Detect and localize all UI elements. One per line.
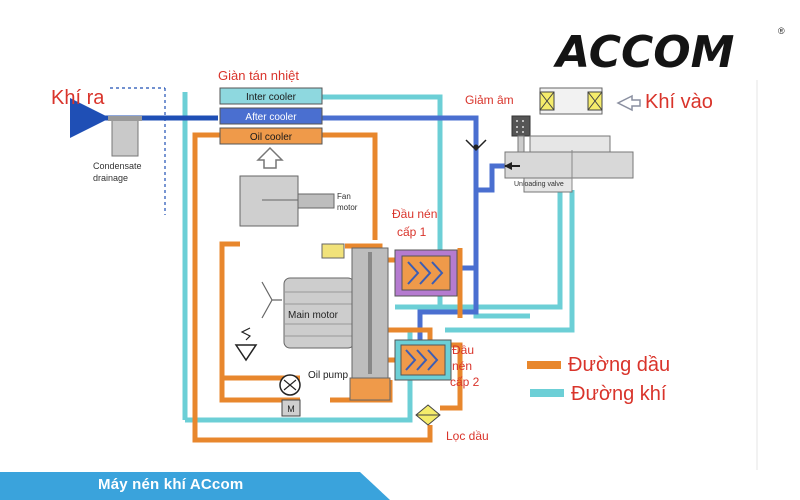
radiator (219, 87, 323, 145)
air-in-label: Khí vào (645, 91, 713, 113)
air-out-arrow (70, 87, 218, 215)
fan-motor (239, 175, 335, 227)
footer-caption: Máy nén khí ACcom (98, 476, 244, 493)
legend: Đường dầu Đường khí (527, 354, 670, 405)
legend-swatch-air (530, 389, 564, 397)
stage1-compressor (394, 249, 458, 297)
intake-filter (539, 87, 603, 115)
main-motor-label: Main motor (288, 310, 339, 321)
inter-cooler (219, 87, 323, 105)
stage2-compressor (394, 339, 452, 381)
legend-label-air: Đường khí (571, 383, 667, 405)
check-valve (465, 139, 487, 152)
stage1-label-2: cấp 1 (397, 225, 427, 239)
main-motor (261, 277, 355, 349)
silencer-label: Giảm âm (465, 93, 514, 107)
condensate-label-2: drainage (93, 173, 128, 183)
unloading-valve-label: Unloading valve (514, 181, 564, 188)
airflow-up-icon (256, 146, 284, 169)
inter-cooler-label: Inter cooler (246, 92, 297, 103)
air-in-arrow (616, 94, 641, 112)
radiator-label: Giàn tán nhiệt (218, 68, 299, 83)
after-cooler-label: After cooler (245, 112, 297, 123)
after-cooler (219, 107, 323, 125)
condensate-label-1: Condensate (93, 161, 142, 171)
unloading-valve (504, 135, 634, 193)
air-out-label: Khí ra (51, 87, 105, 109)
accom-logo: ACCOM (553, 27, 734, 78)
stage2-label-2: nén (452, 359, 472, 373)
silencer (511, 115, 531, 153)
oil-cooler (219, 127, 323, 145)
gearbox (321, 243, 389, 379)
oil-filter-label: Lọc dầu (446, 429, 489, 443)
pressure-relief-valve (234, 327, 258, 362)
oil-cooler-label: Oil cooler (250, 132, 293, 143)
stage2-label-1: Đầu (452, 343, 474, 357)
fan-motor-label-2: motor (337, 203, 358, 212)
fan-motor-label-1: Fan (337, 192, 351, 201)
condensate-drain (108, 116, 142, 157)
stage1-label-1: Đầu nén (392, 207, 437, 221)
pump-motor-label: M (287, 404, 295, 414)
oil-filter (415, 404, 441, 426)
registered-mark: ® (778, 26, 785, 36)
footer-banner (0, 472, 390, 500)
legend-label-oil: Đường dầu (568, 354, 670, 376)
oil-pump-label: Oil pump (308, 370, 348, 381)
stage2-label-3: cấp 2 (450, 375, 480, 389)
legend-swatch-oil (527, 361, 561, 369)
oil-sump (349, 377, 391, 401)
oil-pump (279, 374, 301, 417)
